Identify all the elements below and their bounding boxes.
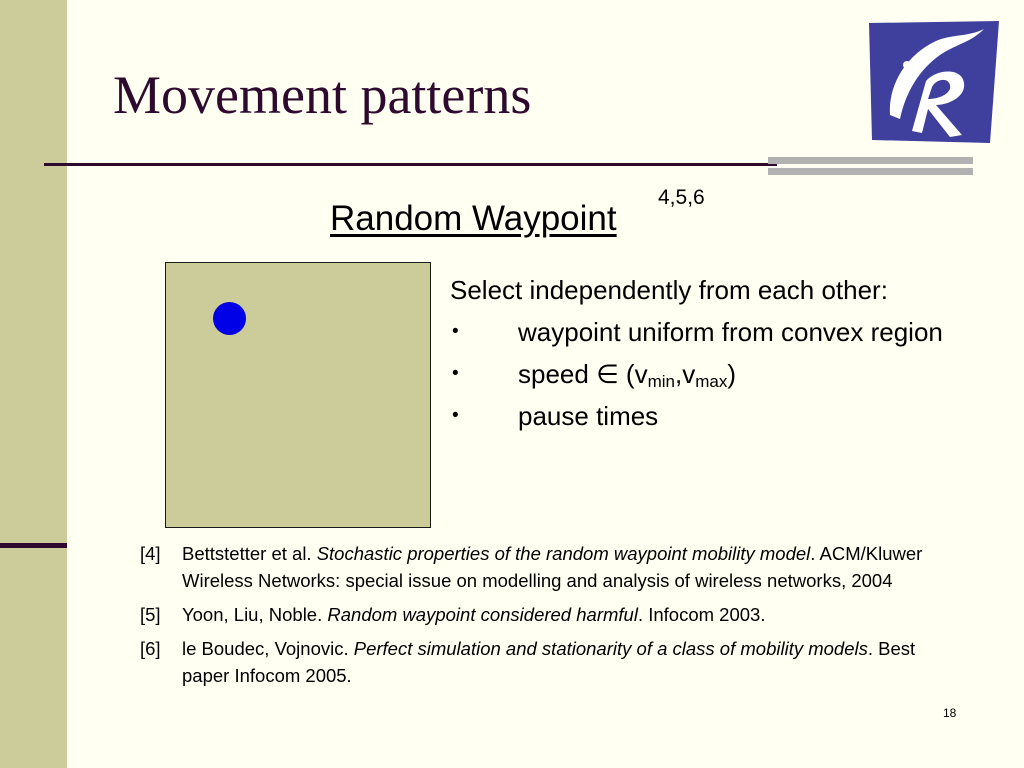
- left-accent-bar: [0, 543, 67, 548]
- inria-logo-icon: [869, 21, 999, 143]
- slide-title: Movement patterns: [113, 65, 532, 125]
- references-list: [4]Bettstetter et al. Stochastic propert…: [140, 540, 930, 696]
- page-number: 18: [943, 706, 957, 720]
- reference-number: [4]: [140, 543, 161, 564]
- reference-number: [6]: [140, 638, 161, 659]
- title-rule: [44, 163, 777, 166]
- bullet-marker: •: [452, 405, 459, 426]
- left-decorative-band: [0, 0, 67, 768]
- subtitle: Random Waypoint 4,5,6: [330, 187, 705, 238]
- bullet-text-speed: speed ∈ (vmin,vmax): [518, 359, 737, 391]
- bullet-text: waypoint uniform from convex region: [518, 317, 943, 347]
- bullet-item: • waypoint uniform from convex region: [450, 313, 1010, 351]
- bullet-list: Select independently from each other: • …: [450, 271, 1010, 439]
- bullet-lead-text: Select independently from each other:: [450, 275, 888, 305]
- mobile-node-dot: [213, 302, 246, 335]
- subtitle-reference-superscript: 4,5,6: [658, 186, 705, 209]
- reference-item: [5]Yoon, Liu, Noble. Random waypoint con…: [140, 601, 930, 628]
- subtitle-text: Random Waypoint: [330, 199, 617, 238]
- bullet-marker: •: [452, 363, 459, 384]
- bullet-item: • speed ∈ (vmin,vmax): [450, 355, 1010, 393]
- bullet-marker: •: [452, 321, 459, 342]
- reference-item: [4]Bettstetter et al. Stochastic propert…: [140, 540, 930, 594]
- reference-item: [6]le Boudec, Vojnovic. Perfect simulati…: [140, 635, 930, 689]
- decorative-gray-bar-top: [768, 157, 973, 164]
- convex-region-box: [165, 262, 431, 528]
- bullet-text: pause times: [518, 401, 659, 431]
- bullet-item: • pause times: [450, 397, 1010, 435]
- decorative-gray-bar-bottom: [768, 168, 973, 175]
- reference-number: [5]: [140, 604, 161, 625]
